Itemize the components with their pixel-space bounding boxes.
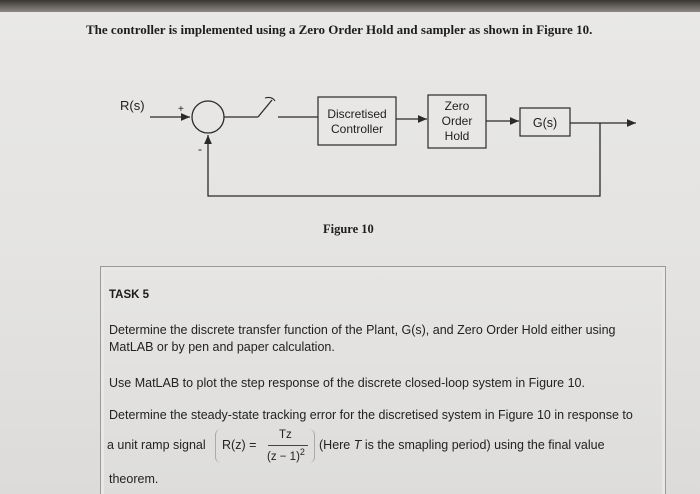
task-paragraph-3: Determine the steady-state tracking erro… xyxy=(109,408,633,422)
period-variable: T xyxy=(353,438,362,452)
formula-numerator: Tz xyxy=(279,429,292,441)
ramp-formula: R(z) = Tz (z − 1)2 xyxy=(215,429,315,463)
formula-fraction-bar xyxy=(268,445,308,446)
plant-label: G(s) xyxy=(533,116,557,130)
plus-sign: + xyxy=(178,104,184,115)
ramp-prefix: a unit ramp signal xyxy=(107,438,206,452)
figure-caption: Figure 10 xyxy=(323,222,374,236)
top-edge xyxy=(0,0,700,12)
controller-label-line1: Discretised xyxy=(327,107,386,121)
zoh-label-line2: Order xyxy=(442,114,473,128)
controller-block xyxy=(317,96,397,146)
zoh-label-line3: Hold xyxy=(445,129,470,143)
zoh-label-line1: Zero xyxy=(445,99,470,113)
zoh-block xyxy=(427,94,487,149)
block-diagram: R(s) + - Discretised Controller Zero Ord… xyxy=(120,94,636,197)
minus-sign: - xyxy=(198,142,202,156)
formula-lhs: R(z) = xyxy=(222,438,257,452)
input-label: R(s) xyxy=(120,98,145,113)
task-paragraph-2: Use MatLAB to plot the step response of … xyxy=(109,376,585,390)
ramp-signal-line: a unit ramp signal R(z) = Tz (z − 1)2 (H… xyxy=(107,429,657,465)
ramp-suffix-before: (Here xyxy=(319,438,354,452)
feedback-path xyxy=(204,123,601,197)
intro-sentence: The controller is implemented using a Ze… xyxy=(86,22,593,37)
sampler-switch xyxy=(257,99,273,118)
sampler-arc xyxy=(264,96,276,102)
ramp-suffix-after: is the smapling period) using the final … xyxy=(361,438,605,452)
summing-junction xyxy=(191,100,225,134)
plant-block xyxy=(519,107,571,137)
task-heading: TASK 5 xyxy=(109,289,150,301)
task-box: TASK 5 Determine the discrete transfer f… xyxy=(100,266,666,494)
formula-exponent: 2 xyxy=(299,447,305,457)
ramp-suffix: (Here T is the smapling period) using th… xyxy=(319,438,605,452)
formula-denominator: (z − 1) xyxy=(267,451,300,463)
task-paragraph-4: theorem. xyxy=(109,472,159,486)
controller-label-line2: Controller xyxy=(331,122,383,136)
formula-denominator-group: (z − 1)2 xyxy=(267,447,305,463)
task-paragraph-1: Determine the discrete transfer function… xyxy=(109,323,616,354)
